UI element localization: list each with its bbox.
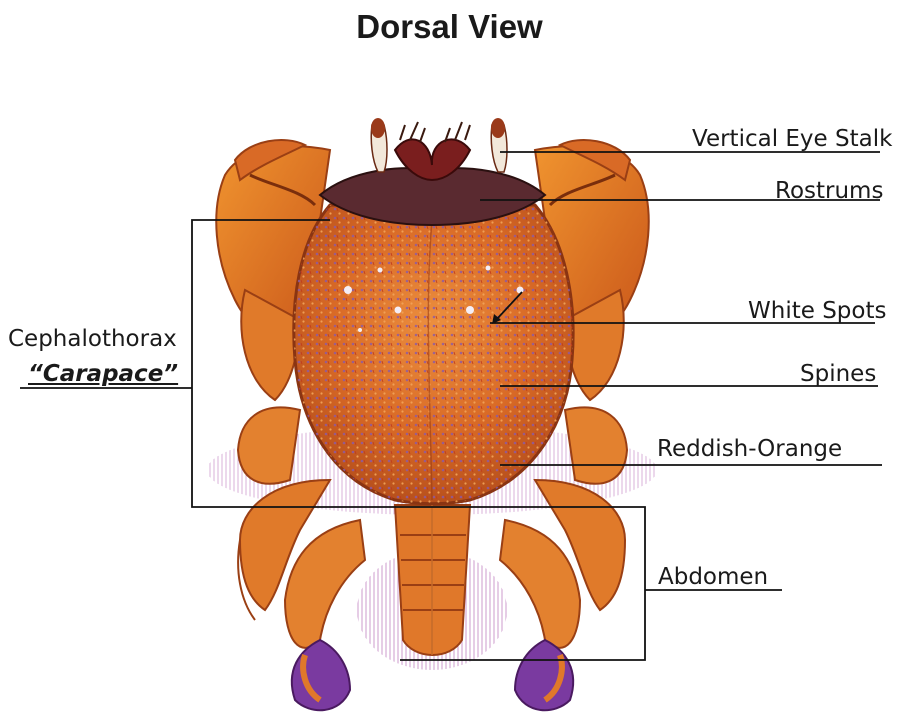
- label-carapace: “Carapace”: [28, 361, 178, 387]
- page-title: Dorsal View: [0, 8, 899, 46]
- label-abdomen: Abdomen: [658, 564, 768, 590]
- label-reddish-orange: Reddish-Orange: [657, 436, 842, 462]
- label-vertical-eye-stalk: Vertical Eye Stalk: [692, 126, 892, 152]
- label-cephalothorax: Cephalothorax: [8, 326, 177, 352]
- label-white-spots: White Spots: [748, 298, 886, 324]
- label-rostrums: Rostrums: [775, 178, 883, 204]
- label-spines: Spines: [800, 361, 876, 387]
- carapace-shell: [294, 139, 573, 503]
- abdomen-segments: [395, 505, 470, 655]
